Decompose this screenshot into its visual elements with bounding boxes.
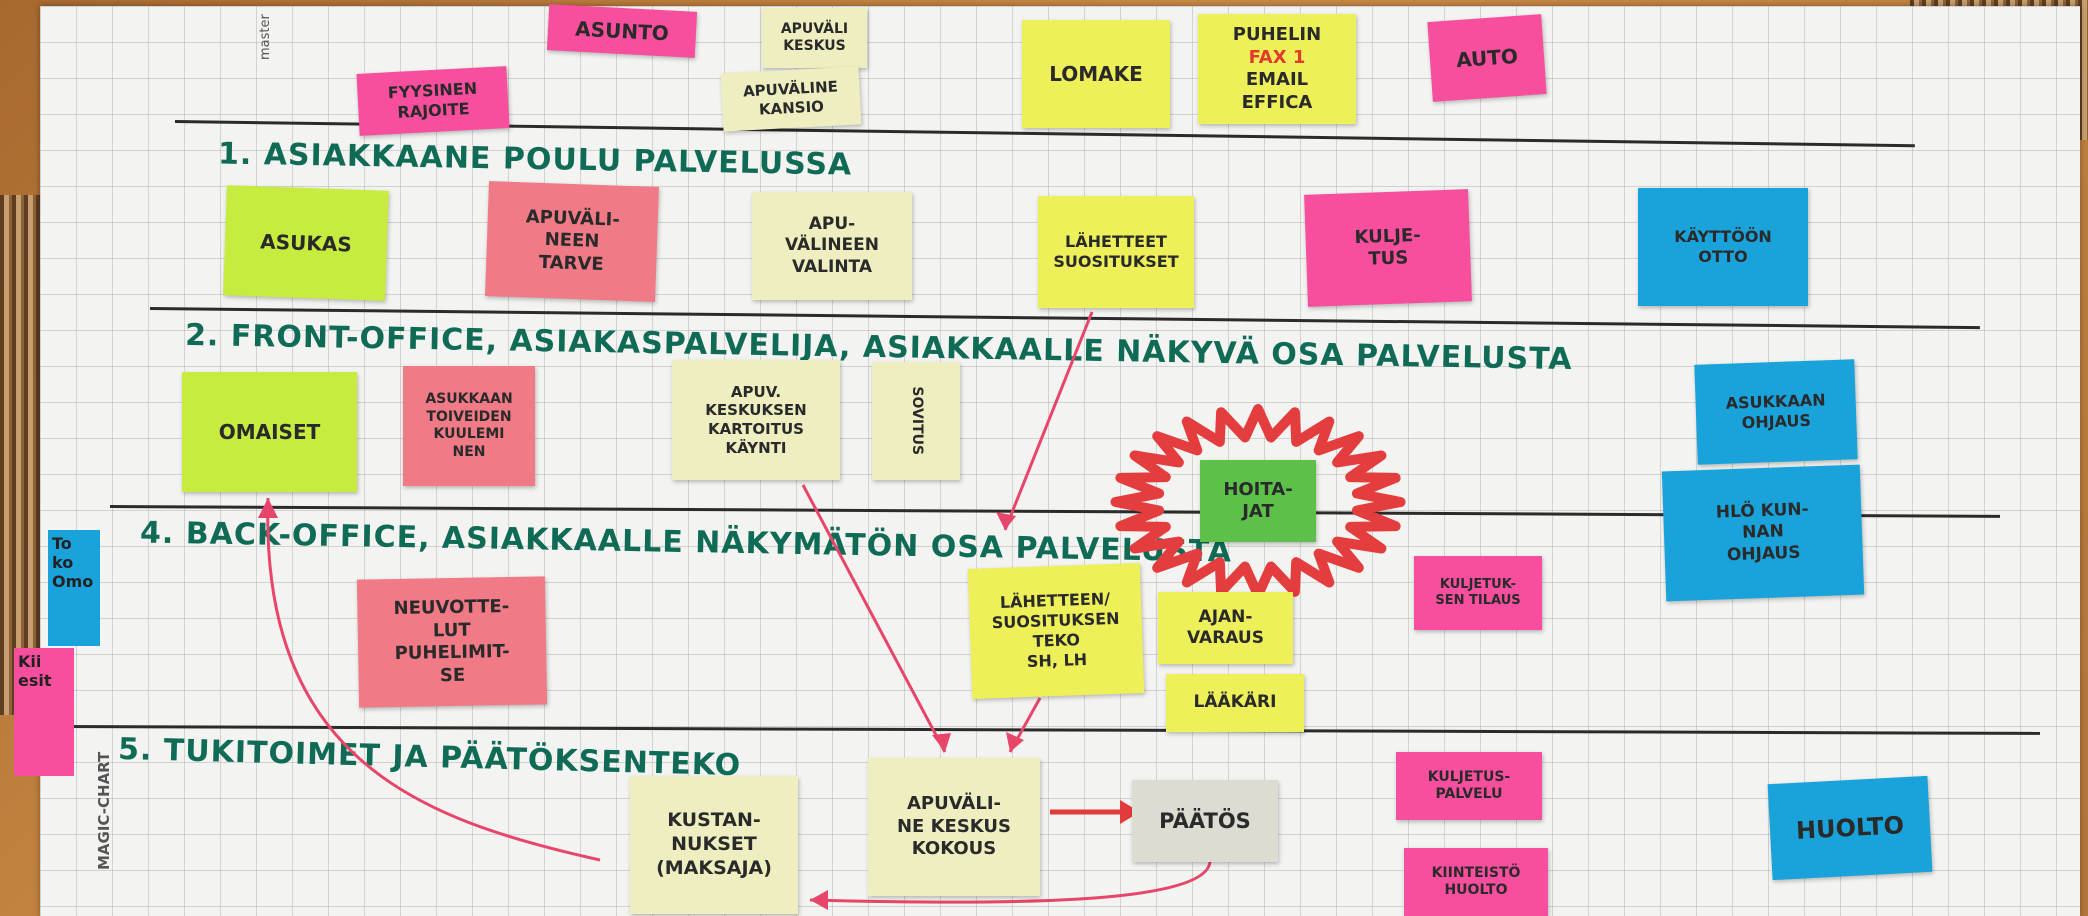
note-auto: Auto (1427, 14, 1547, 102)
note-kiinteistohuolto: Kiinteistö huolto (1404, 848, 1548, 916)
note-neuvoteltu-puhelimitse: Neuvotte- lut puhelimit- se (356, 576, 548, 708)
note-sovitus-text: Sovitus (908, 386, 925, 456)
note-puhelin-rest: Email Effica (1241, 69, 1313, 113)
note-apuv-keskuksen-kartoitus: Apuv. keskuksen kartoitus käynti (672, 360, 840, 480)
note-ajanvaraus: Ajan- varaus (1158, 592, 1293, 664)
arrowhead-omaiset (258, 498, 278, 518)
note-asukas: Asukas (223, 185, 389, 301)
note-fyysinen-rajoite: Fyysinen rajoite (356, 66, 510, 136)
note-lahetteet-suositukset: Lähetteet suositukset (1038, 196, 1194, 308)
note-huolto: Huolto (1767, 775, 1933, 881)
arrowhead-teko (996, 512, 1016, 530)
note-puhelin: Puhelin Fax 1 Email Effica (1198, 14, 1356, 124)
note-kustannukset: Kustan- nukset (maksaja) (630, 776, 798, 914)
note-omaiset: Omaiset (182, 372, 357, 492)
arrowhead-kokous-b (1006, 732, 1024, 752)
note-puhelin-line1: Puhelin (1232, 24, 1322, 45)
note-apuvalineen-valinta: Apu- välineen valinta (752, 192, 912, 300)
arrow-paatos-to-kustannukset (809, 861, 1212, 904)
arrowhead-paatos (1120, 800, 1140, 824)
note-kayttoonotto: Käyttöön otto (1638, 188, 1808, 306)
arrowhead-kokous-a (932, 733, 951, 752)
note-paatos: Päätös (1132, 780, 1278, 862)
note-lahetteen-teko: Lähetteen/ suosituksen teko sh, lh (967, 563, 1145, 699)
note-kuljetus: Kulje- tus (1304, 189, 1472, 307)
arrow-kartoitus-to-kokous (801, 484, 947, 753)
note-kuljetuksen-tilaus: Kuljetuk- sen tilaus (1414, 556, 1542, 630)
note-apuvalineen-tarve: Apuväli- neen tarve (485, 181, 659, 302)
note-apuvaline-keskus-kokous: Apuväli- ne keskus kokous (868, 758, 1040, 896)
note-edge-left-bottom: Kii esit (14, 648, 74, 776)
note-asukkaan-toiveiden-kuuleminen: Asukkaan toiveiden kuulemi nen (403, 366, 535, 486)
arrow-kustannukset-to-omaiset (266, 497, 601, 862)
note-lomake: Lomake (1022, 20, 1170, 128)
note-kuljetuspalvelu: Kuljetus- palvelu (1396, 752, 1542, 820)
note-edge-left-top: To ko Omo (48, 530, 100, 646)
note-asukkaan-ohjaus: Asukkaan ohjaus (1694, 359, 1858, 465)
arrow-lahetteet-to-teko (1003, 311, 1094, 531)
note-apuvali-keskus: Apuväli keskus (762, 8, 867, 68)
arrowhead-kustannukset (810, 890, 828, 910)
note-apuvaline-kansio: Apuväline kansio (720, 66, 862, 132)
note-hoitajat: Hoita- jat (1200, 460, 1316, 542)
note-asunto: Asunto (546, 4, 698, 58)
starburst-highlight (1110, 404, 1406, 600)
note-puhelin-fax: Fax 1 (1248, 46, 1306, 68)
note-sovitus: Sovitus (872, 362, 960, 480)
note-henkilokunnan-ohjaus: Hlö kun- nan ohjaus (1661, 464, 1865, 602)
note-laakari: Lääkäri (1166, 674, 1304, 732)
